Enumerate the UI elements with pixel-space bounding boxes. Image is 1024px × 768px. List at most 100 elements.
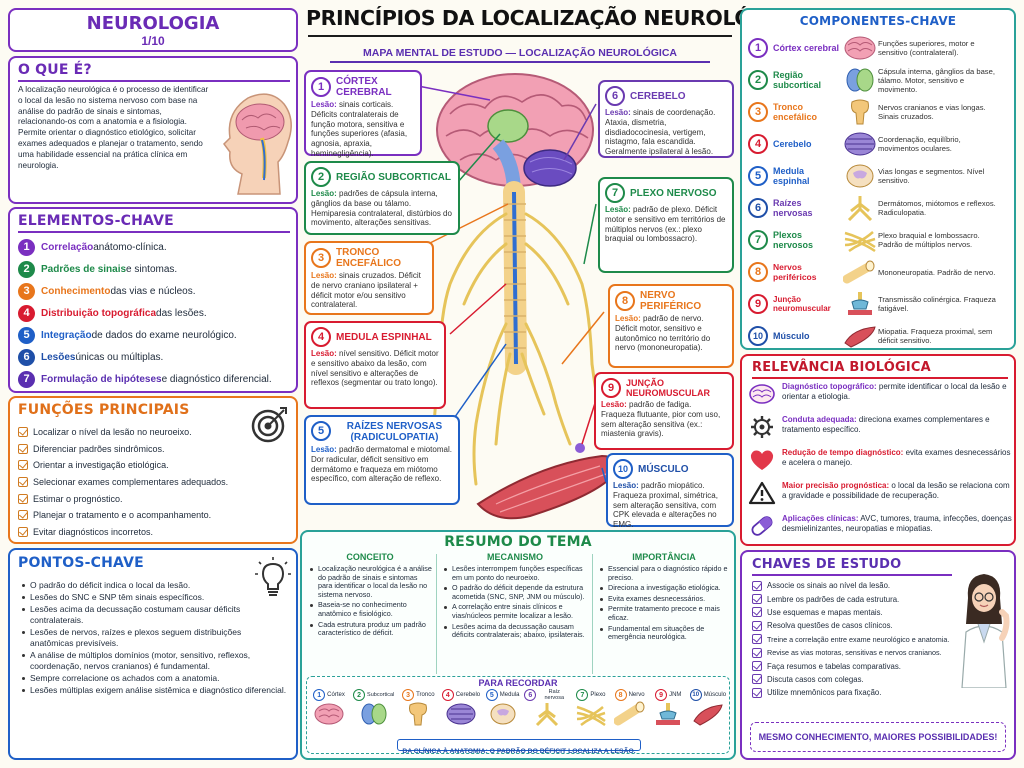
peripheral-nerve-icon [843, 260, 875, 284]
chave-text: Lembre os padrões de cada estrutura. [767, 594, 900, 604]
number-badge: 3 [748, 102, 768, 122]
callout-title: TRONCO ENCEFÁLICO [336, 247, 401, 269]
bullet-icon [444, 568, 447, 571]
recordar-label: Plexo [590, 692, 606, 698]
funcao-text: Localizar o nível da lesão no neuroeixo. [33, 427, 192, 438]
number-badge: 9 [748, 294, 768, 314]
checkbox-icon [18, 427, 28, 438]
nerve-roots-icon [536, 703, 559, 727]
list-item: Discuta casos com colegas. [752, 673, 962, 686]
brain-icon [844, 36, 876, 60]
brain-icon [314, 703, 344, 725]
series-box: NEUROLOGIA 1/10 [8, 8, 298, 52]
lesao-text: sinais cruzados. Déficit de nervo crania… [311, 271, 421, 310]
relevancia-text: evita exames desnecessários e acelera o … [782, 448, 1011, 467]
lightbulb-icon [255, 557, 291, 596]
bullet-icon [600, 587, 603, 591]
number-badge: 10 [748, 326, 768, 346]
number-badge: 2 [748, 70, 768, 90]
relevancia-bold: Diagnóstico topográfico: [782, 382, 877, 391]
number-badge: 7 [576, 689, 589, 701]
chaves-footer: MESMO CONHECIMENTO, MAIORES POSSIBILIDAD… [758, 732, 998, 742]
pontos-box: PONTOS-CHAVE O padrão do déficit indica … [8, 548, 298, 760]
resumo-text: Localização neurológica é a análise do p… [318, 564, 432, 599]
list-item: Use esquemas e mapas mentais. [752, 606, 962, 619]
chave-text: Associe os sinais ao nível da lesão. [767, 581, 891, 591]
chave-text: Use esquemas e mapas mentais. [767, 607, 883, 617]
list-item: Lesões múltiplas exigem análise sistêmic… [20, 685, 290, 696]
callout-body: Lesão: sinais de coordenação. Ataxia, di… [605, 108, 727, 157]
elemento-text: das vias e núcleos. [110, 285, 196, 297]
number-badge: 5 [748, 166, 768, 186]
callout-title: PLEXO NERVOSO [630, 187, 717, 199]
pontos-title: PONTOS-CHAVE [18, 555, 144, 571]
chaves-footer-box: MESMO CONHECIMENTO, MAIORES POSSIBILIDAD… [750, 722, 1006, 752]
spinal-cord-icon [846, 164, 874, 188]
componente-desc: Plexo braquial e lombossacro. Padrão de … [878, 231, 980, 249]
number-badge: 5 [485, 689, 498, 701]
relevancia-text: permite identificar o local da lesão e o… [782, 382, 1007, 401]
oque-box: O QUE É? A localização neurológica é o p… [8, 56, 298, 204]
recordar-title: PARA RECORDAR [478, 678, 558, 688]
relevancia-title: RELEVÂNCIA BIOLÓGICA [752, 360, 931, 375]
elementos-title: ELEMENTOS-CHAVE [18, 213, 174, 229]
nerve-roots-icon [847, 196, 873, 221]
elemento-text: de dados do exame neurológico. [91, 329, 237, 341]
componente-desc: Mononeuropatia. Padrão de nervo. [878, 267, 996, 277]
lesao-text: padrão de plexo. Déficit motor e sensiti… [605, 205, 726, 244]
bullet-icon [22, 677, 25, 680]
number-badge: 1 [313, 689, 326, 701]
relevancia-text: o local da lesão se relaciona com a grav… [782, 481, 1010, 500]
list-item: Maior precisão prognóstica: o local da l… [748, 481, 1012, 514]
elemento-bold: Formulação de hipóteses [41, 373, 162, 385]
recordar-label: Raíz nervosa [544, 689, 565, 701]
callout-body: Lesão: padrão de fadiga. Fraqueza flutua… [601, 400, 727, 439]
list-item: Sempre correlacione os achados com a ana… [20, 673, 290, 684]
elemento-text: e sintomas. [126, 263, 178, 275]
list-item: Aplicações clínicas: AVC, tumores, traum… [748, 514, 1012, 547]
checkbox-icon [752, 620, 762, 631]
list-item: Fundamental em situações de emergência n… [598, 623, 730, 642]
number-badge: 9 [601, 378, 621, 398]
callout-body: Lesão: padrão de nervo. Déficit motor, s… [615, 314, 727, 353]
resumo-text: A correlação entre sinais clínicos e via… [452, 602, 574, 620]
capsule-icon [751, 516, 773, 536]
callout-body: Lesão: padrão miopático. Fraqueza proxim… [613, 481, 727, 530]
target-icon [251, 407, 287, 443]
chave-text: Discuta casos com colegas. [767, 674, 864, 684]
list-item: Planejar o tratamento e o acompanhamento… [18, 507, 248, 524]
list-item: Localizar o nível da lesão no neuroeixo. [18, 424, 248, 441]
callout-title: MÚSCULO [638, 463, 689, 475]
bullet-icon [600, 627, 603, 631]
recordar-label: Córtex [327, 692, 345, 698]
funcao-text: Selecionar exames complementares adequad… [33, 477, 229, 488]
callout-connectors [415, 85, 607, 483]
list-item: Revise as vias motoras, sensitivas e ner… [752, 646, 962, 659]
oque-text: A localização neurológica é o processo d… [18, 85, 209, 170]
bullet-icon [310, 623, 313, 627]
funcoes-box: FUNÇÕES PRINCIPAIS Localizar o nível da … [8, 396, 298, 544]
resumo-text: Fundamental em situações de emergência n… [608, 623, 705, 642]
relevancia-bold: Aplicações clínicas: [782, 514, 859, 523]
bullet-icon [22, 608, 25, 611]
lesao-text: padrão miopático. Fraqueza proximal, sim… [613, 481, 718, 530]
resumo-text: Cada estrutura produz um padrão caracter… [318, 619, 426, 638]
cerebellum-icon [446, 703, 476, 725]
lesao-label: Lesão: [311, 100, 337, 109]
list-item: Lesões do SNC e SNP têm sinais específic… [20, 592, 258, 603]
lesao-label: Lesão: [311, 271, 337, 280]
lesao-text: padrão de fadiga. Fraqueza flutuante, pi… [601, 400, 721, 439]
lesao-label: Lesão: [601, 400, 627, 409]
